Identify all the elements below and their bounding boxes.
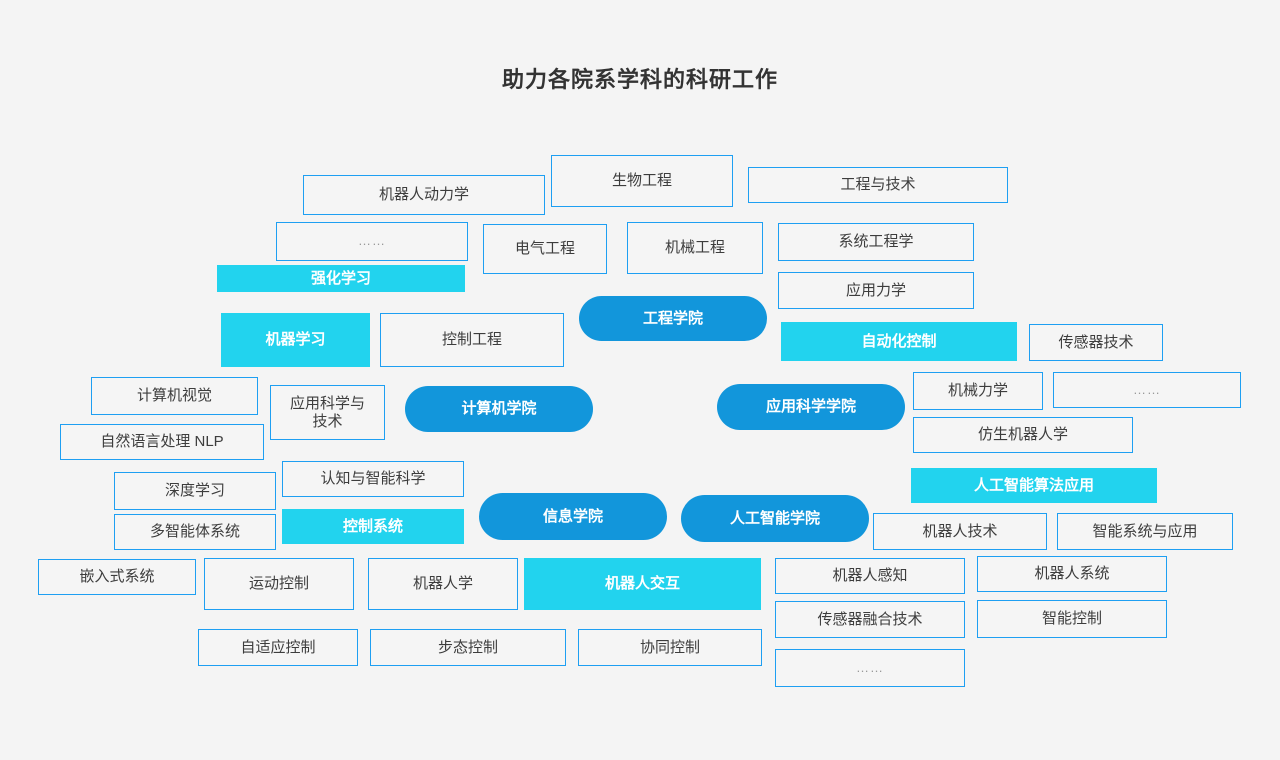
node-ellipsis-top-left[interactable]: …… bbox=[276, 222, 468, 261]
node-label: 应用力学 bbox=[845, 281, 906, 299]
node-label: 计算机学院 bbox=[461, 400, 537, 418]
node-control-system[interactable]: 控制系统 bbox=[282, 509, 464, 544]
node-cognitive-intelligent-science[interactable]: 认知与智能科学 bbox=[282, 461, 464, 497]
node-systems-engineering[interactable]: 系统工程学 bbox=[778, 223, 974, 261]
node-ellipsis-right[interactable]: …… bbox=[1053, 372, 1241, 408]
node-electrical-engineering[interactable]: 电气工程 bbox=[483, 224, 607, 274]
node-ai-algorithm-application[interactable]: 人工智能算法应用 bbox=[911, 468, 1157, 503]
node-intelligent-control[interactable]: 智能控制 bbox=[977, 600, 1167, 638]
node-label: …… bbox=[1133, 381, 1161, 397]
node-label: 控制工程 bbox=[441, 331, 502, 349]
node-automation-control[interactable]: 自动化控制 bbox=[781, 322, 1017, 361]
node-school-of-engineering[interactable]: 工程学院 bbox=[579, 296, 767, 341]
node-intelligent-system-application[interactable]: 智能系统与应用 bbox=[1057, 513, 1233, 550]
node-label: 机械力学 bbox=[947, 382, 1008, 400]
node-sensor-technology[interactable]: 传感器技术 bbox=[1029, 324, 1163, 361]
node-embedded-systems[interactable]: 嵌入式系统 bbox=[38, 559, 196, 595]
node-label: 传感器融合技术 bbox=[817, 610, 923, 628]
node-label: …… bbox=[358, 233, 386, 249]
node-adaptive-control[interactable]: 自适应控制 bbox=[198, 629, 358, 666]
node-label: 智能控制 bbox=[1041, 610, 1102, 628]
node-ellipsis-bottom[interactable]: …… bbox=[775, 649, 965, 687]
node-gait-control[interactable]: 步态控制 bbox=[370, 629, 566, 666]
node-label: 机器人技术 bbox=[922, 522, 998, 540]
node-nlp[interactable]: 自然语言处理 NLP bbox=[60, 424, 264, 460]
node-cooperative-control[interactable]: 协同控制 bbox=[578, 629, 762, 666]
node-sensor-fusion-technology[interactable]: 传感器融合技术 bbox=[775, 601, 965, 638]
node-label: 步态控制 bbox=[437, 638, 498, 656]
node-label: 机械工程 bbox=[664, 239, 725, 257]
node-label: 应用科学学院 bbox=[765, 398, 856, 416]
node-label: 生物工程 bbox=[611, 172, 672, 190]
node-label: 运动控制 bbox=[248, 575, 309, 593]
node-mechanical-mechanics[interactable]: 机械力学 bbox=[913, 372, 1043, 410]
node-robot-perception[interactable]: 机器人感知 bbox=[775, 558, 965, 594]
node-label: 认知与智能科学 bbox=[320, 470, 426, 488]
node-label: 人工智能学院 bbox=[729, 509, 820, 527]
node-robotics[interactable]: 机器人学 bbox=[368, 558, 518, 610]
node-school-of-applied-sci[interactable]: 应用科学学院 bbox=[717, 384, 905, 430]
node-school-of-ai[interactable]: 人工智能学院 bbox=[681, 495, 869, 542]
node-label: 深度学习 bbox=[164, 482, 225, 500]
node-school-of-information[interactable]: 信息学院 bbox=[479, 493, 667, 540]
node-label: 协同控制 bbox=[639, 638, 700, 656]
node-label: 仿生机器人学 bbox=[977, 426, 1068, 444]
node-label: 传感器技术 bbox=[1058, 333, 1134, 351]
node-label: 电气工程 bbox=[514, 240, 575, 258]
node-robot-systems[interactable]: 机器人系统 bbox=[977, 556, 1167, 592]
node-machine-learning[interactable]: 机器学习 bbox=[221, 313, 370, 367]
node-deep-learning[interactable]: 深度学习 bbox=[114, 472, 276, 510]
node-label: 机器人系统 bbox=[1034, 565, 1110, 583]
node-label: 工程学院 bbox=[642, 309, 703, 327]
node-label: 自然语言处理 NLP bbox=[100, 433, 224, 451]
node-multi-agent-systems[interactable]: 多智能体系统 bbox=[114, 514, 276, 550]
node-label: 人工智能算法应用 bbox=[973, 476, 1094, 494]
node-engineering-technology[interactable]: 工程与技术 bbox=[748, 167, 1008, 203]
node-label: 强化学习 bbox=[310, 269, 371, 287]
node-computer-vision[interactable]: 计算机视觉 bbox=[91, 377, 258, 415]
node-label: 嵌入式系统 bbox=[79, 568, 155, 586]
node-label: 机器人感知 bbox=[832, 567, 908, 585]
node-control-engineering[interactable]: 控制工程 bbox=[380, 313, 564, 367]
node-robot-dynamics[interactable]: 机器人动力学 bbox=[303, 175, 545, 215]
node-robotics-technology[interactable]: 机器人技术 bbox=[873, 513, 1047, 550]
node-applied-mechanics[interactable]: 应用力学 bbox=[778, 272, 974, 309]
node-label: 自动化控制 bbox=[861, 332, 937, 350]
node-label: 多智能体系统 bbox=[149, 523, 240, 541]
node-applied-science-tech[interactable]: 应用科学与 技术 bbox=[270, 385, 385, 440]
node-label: 自适应控制 bbox=[240, 638, 316, 656]
node-label: 工程与技术 bbox=[840, 176, 916, 194]
node-label: …… bbox=[856, 659, 884, 675]
node-bionic-robotics[interactable]: 仿生机器人学 bbox=[913, 417, 1133, 453]
node-label: 控制系统 bbox=[342, 517, 403, 535]
node-label: 机器人动力学 bbox=[378, 186, 469, 204]
node-label: 信息学院 bbox=[542, 507, 603, 525]
node-human-robot-interaction[interactable]: 机器人交互 bbox=[524, 558, 761, 610]
node-label: 机器人交互 bbox=[604, 575, 680, 593]
node-label: 计算机视觉 bbox=[136, 387, 212, 405]
node-reinforcement-learning[interactable]: 强化学习 bbox=[217, 265, 465, 292]
node-label: 系统工程学 bbox=[838, 233, 914, 251]
node-school-of-computer[interactable]: 计算机学院 bbox=[405, 386, 593, 432]
node-bio-engineering[interactable]: 生物工程 bbox=[551, 155, 733, 207]
node-label: 应用科学与 技术 bbox=[289, 395, 365, 430]
node-mechanical-engineering[interactable]: 机械工程 bbox=[627, 222, 763, 274]
page-title: 助力各院系学科的科研工作 bbox=[501, 67, 778, 92]
node-label: 机器人学 bbox=[412, 575, 473, 593]
node-motion-control[interactable]: 运动控制 bbox=[204, 558, 354, 610]
node-label: 智能系统与应用 bbox=[1092, 522, 1198, 540]
node-label: 机器学习 bbox=[265, 331, 326, 349]
